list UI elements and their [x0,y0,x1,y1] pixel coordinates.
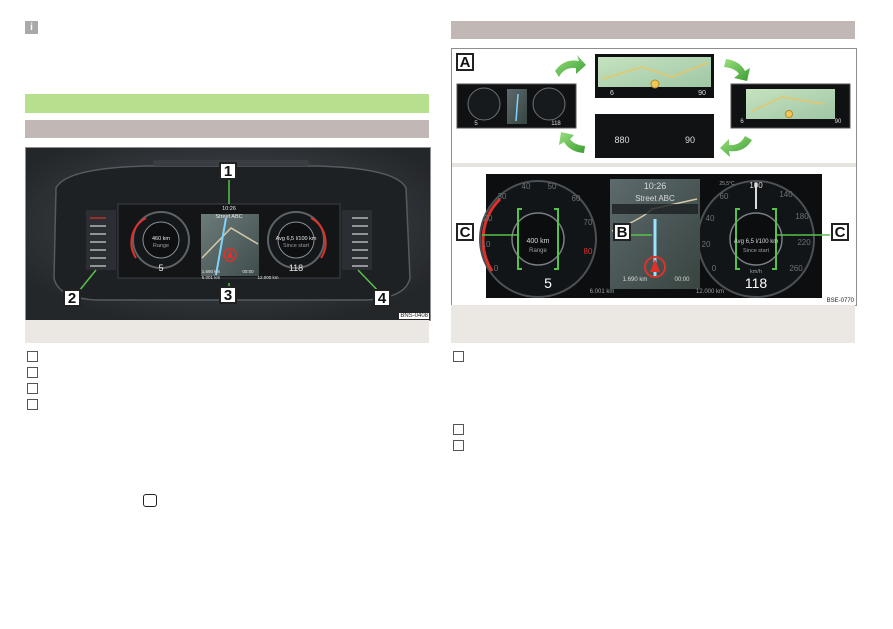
svg-text:6: 6 [610,90,614,97]
svg-text:70: 70 [584,218,593,227]
callout-A: A [456,53,474,71]
svg-text:30: 30 [498,192,507,201]
svg-text:10: 10 [482,240,491,249]
legend-checkbox-2 [27,367,38,378]
svg-text:90: 90 [835,119,842,125]
svg-text:0: 0 [494,264,499,273]
legend-checkbox-B [453,424,464,435]
svg-text:400 km: 400 km [527,238,550,245]
svg-text:60: 60 [720,192,729,201]
figure-code-right: BSE-0770 [825,298,855,304]
callout-4: 4 [373,289,391,307]
svg-text:Avg 6,5 l/100 km: Avg 6,5 l/100 km [276,236,317,242]
svg-text:80: 80 [584,247,593,256]
figure-caption-left [25,320,429,343]
figure-view-modes: 10:26 Street ABC 25,5°C 400 km Range Avg… [451,48,857,306]
svg-text:1.690 km: 1.690 km [202,269,221,274]
svg-text:Range: Range [153,243,169,249]
svg-text:20: 20 [702,240,711,249]
arrow-right-icon [555,55,586,77]
section-bar-gray-right [451,21,855,39]
bracket-left [517,208,559,270]
right-dial-ticks: 0 20 40 60 100 140 180 220 260 [702,181,812,273]
callout-2: 2 [63,289,81,307]
figure-cluster-overview: 10:26 Street ABC 460 km Range Avg 6,5 l/… [25,147,431,321]
svg-text:40: 40 [706,214,715,223]
svg-text:10:26: 10:26 [644,181,667,191]
svg-text:40: 40 [522,182,531,191]
legend-checkbox-A [453,351,464,362]
mini-screen-values: 5 118 6 90 880 90 6 90 [474,90,842,145]
callout-C-left: C [456,223,474,241]
view-modes-illustration: 10:26 Street ABC 25,5°C 400 km Range Avg… [452,54,856,298]
svg-text:118: 118 [745,275,768,291]
svg-text:1.690 km: 1.690 km [623,277,648,283]
svg-text:50: 50 [548,182,557,191]
section-bar-gray [25,120,429,138]
svg-text:20: 20 [484,214,493,223]
map-area [201,214,259,276]
svg-text:260: 260 [789,264,803,273]
arrow-up-icon [559,132,585,153]
callout-3: 3 [219,286,237,304]
svg-text:Range: Range [529,248,547,254]
svg-text:118: 118 [289,263,303,273]
svg-text:60: 60 [572,194,581,203]
section-bar-green [25,94,429,113]
svg-text:880: 880 [614,135,629,145]
left-dial-ticks: 0 10 20 30 40 50 60 70 80 [482,182,593,273]
callout-B: B [613,223,631,241]
svg-text:km/h: km/h [750,269,762,275]
right-bar-scale [352,217,368,267]
svg-text:12.000 km: 12.000 km [696,289,724,295]
svg-text:5: 5 [158,263,163,273]
svg-text:180: 180 [795,212,809,221]
svg-text:00:00: 00:00 [674,277,690,283]
svg-text:90: 90 [685,135,695,145]
svg-text:118: 118 [551,121,561,127]
arrow-down-icon [724,59,750,81]
svg-text:460 km: 460 km [152,236,170,242]
svg-text:12.000 km: 12.000 km [257,275,278,280]
callout-1: 1 [219,162,237,180]
svg-text:Street ABC: Street ABC [215,214,242,220]
svg-text:25,5°C: 25,5°C [719,181,735,187]
legend-checkbox-4 [27,399,38,410]
svg-text:100: 100 [749,181,763,190]
svg-text:Since start: Since start [283,243,309,249]
svg-text:90: 90 [698,90,706,97]
info-icon: i [25,21,38,34]
legend-checkbox-3 [27,383,38,394]
arrow-left-icon [720,136,752,157]
svg-text:Street ABC: Street ABC [635,194,675,203]
svg-text:6: 6 [740,119,744,125]
svg-text:Avg 6,5 l/100 km: Avg 6,5 l/100 km [734,239,779,245]
large-cluster-text: 10:26 Street ABC 25,5°C 400 km Range Avg… [527,181,779,295]
legend-checkbox-C [453,440,464,451]
svg-text:10:26: 10:26 [222,206,236,212]
left-cluster-text: 10:26 Street ABC 460 km Range Avg 6,5 l/… [152,206,317,280]
callout-C-right: C [831,223,849,241]
button-key-icon [143,494,157,507]
svg-text:6.001 km: 6.001 km [590,289,615,295]
svg-text:220: 220 [797,238,811,247]
svg-text:5: 5 [544,275,552,291]
svg-text:Since start: Since start [743,248,769,254]
svg-text:5: 5 [474,121,478,127]
legend-checkbox-1 [27,351,38,362]
svg-text:0: 0 [712,264,717,273]
svg-text:00:00: 00:00 [242,269,254,274]
figure-caption-right [451,305,855,343]
svg-text:6.001 km: 6.001 km [202,275,221,280]
svg-text:140: 140 [779,190,793,199]
bracket-right [735,208,777,270]
figure-code: BNS-0408 [399,313,429,319]
left-bar-scale [90,217,106,267]
